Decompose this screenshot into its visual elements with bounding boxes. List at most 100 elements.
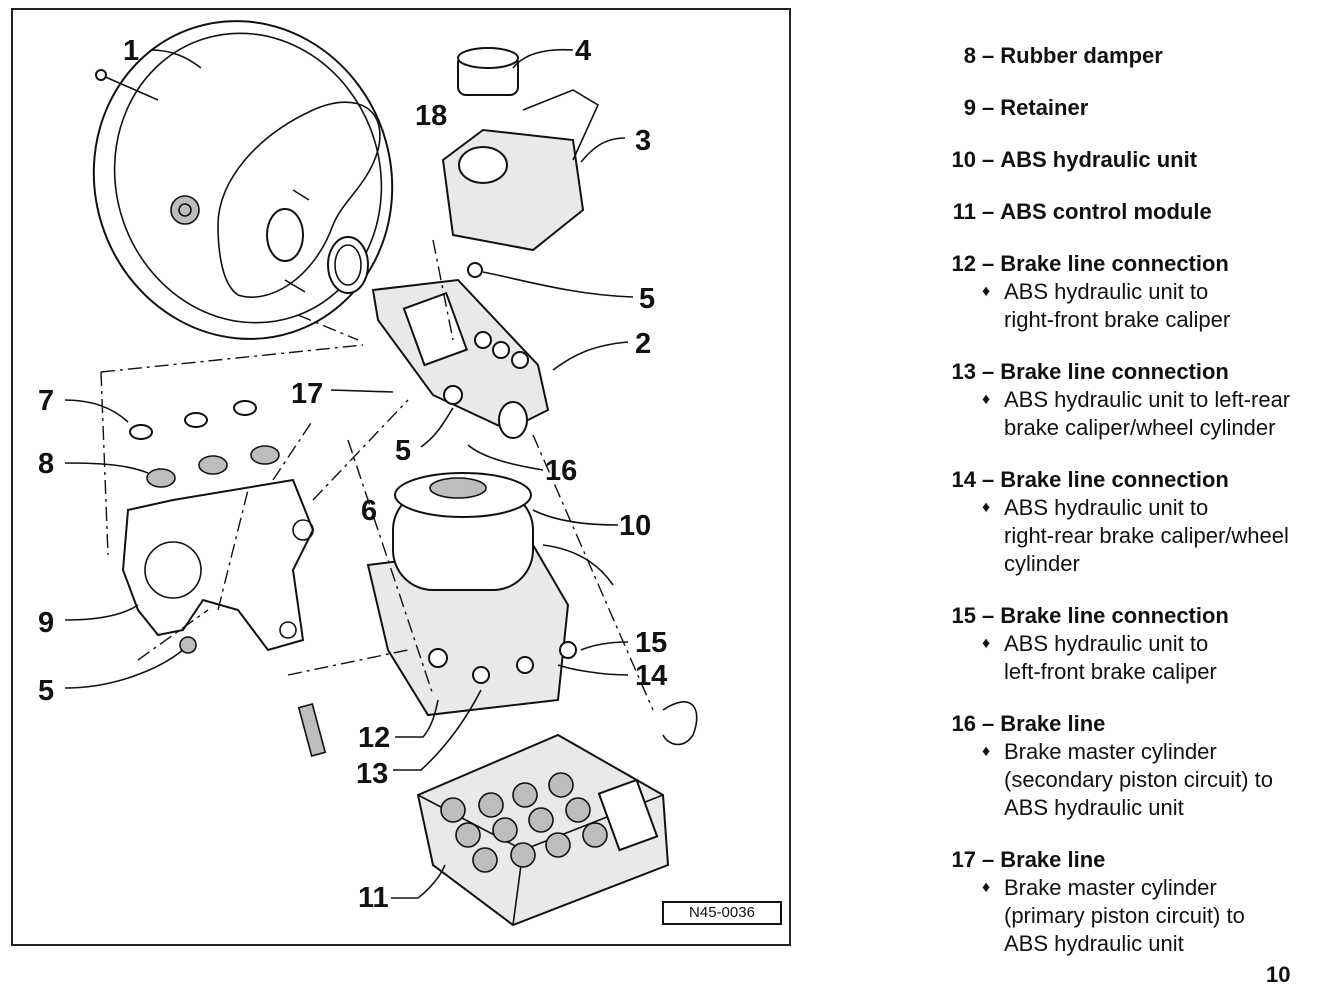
callout-5-bottom: 5 [38, 675, 54, 707]
legend-entry-title: Brake line connection [1000, 359, 1229, 384]
legend-entry-heading: 14–Brake line connection [920, 466, 1340, 494]
reservoir-drawing [441, 47, 600, 252]
figure-code-label: N45-0036 [662, 901, 782, 925]
legend-entry-separator: – [982, 147, 995, 172]
callout-10: 10 [619, 510, 651, 542]
callout-5-top: 5 [639, 283, 655, 315]
legend-entry-number: 13 [951, 359, 976, 384]
callout-8: 8 [38, 448, 54, 480]
legend-detail-line: ABS hydraulic unit to [1004, 495, 1209, 520]
brake-system-diagram: 1 4 18 3 5 2 7 17 8 5 16 6 10 9 15 5 14 … [38, 20, 698, 927]
callout-9: 9 [38, 607, 54, 639]
legend-entry-heading: 16–Brake line [920, 710, 1340, 738]
legend-entry-number: 16 [951, 711, 976, 736]
legend-entry-heading: 11–ABS control module [920, 198, 1340, 226]
legend-entry-12: 12–Brake line connection ♦ ABS hydraulic u… [920, 250, 1340, 334]
legend-entry-heading: 17–Brake line [920, 846, 1340, 874]
legend-entry-heading: 10–ABS hydraulic unit [920, 146, 1340, 174]
callout-15: 15 [635, 627, 667, 659]
legend-entry-separator: – [982, 251, 995, 276]
legend-entry-17: 17–Brake line ♦ Brake master cylinder (prim… [920, 846, 1340, 958]
legend-entry-heading: 13–Brake line connection [920, 358, 1340, 386]
legend-entry-13: 13–Brake line connection♦ABS hydraulic u… [920, 358, 1340, 442]
page-number: 10 [1266, 962, 1291, 987]
callout-16: 16 [545, 455, 577, 487]
legend-entry-title: Rubber damper [1000, 43, 1163, 68]
legend-entry-title: Brake line connection [1000, 603, 1229, 628]
callout-11: 11 [358, 882, 389, 914]
legend-detail-line: ABS hydraulic unit to [1004, 279, 1209, 304]
legend-entry-8: 8–Rubber damper [920, 42, 1340, 70]
legend-detail-line: ABS hydraulic unit to left-rear [1004, 387, 1291, 412]
legend-entry-separator: – [982, 359, 995, 384]
legend-entry-title: Brake line [1000, 847, 1106, 872]
legend-entry-heading: 9–Retainer [920, 94, 1340, 122]
legend-entry-separator: – [982, 711, 995, 736]
legend-entry-title: ABS hydraulic unit [1000, 147, 1198, 172]
callout-12: 12 [358, 722, 390, 754]
callout-numbers: 1 4 18 3 5 2 7 17 8 5 16 6 10 9 15 5 14 … [38, 35, 667, 914]
callout-14: 14 [635, 660, 667, 692]
legend-entry-number: 14 [951, 467, 976, 492]
legend-entry-detail: ♦Brake master cylinder(secondary piston … [920, 738, 1340, 822]
callout-1: 1 [123, 35, 139, 67]
legend-entry-detail: ♦ ABS hydraulic unit to left-front brake c… [920, 630, 1340, 686]
brake-booster-drawing [92, 20, 394, 340]
legend-entry-title: Brake line connection [1000, 467, 1229, 492]
legend-entry-title: ABS control module [1000, 199, 1212, 224]
legend-detail-line: ABS hydraulic unit [1004, 931, 1184, 956]
legend-entry-separator: – [982, 199, 995, 224]
legend-entry-10: 10–ABS hydraulic unit [920, 146, 1340, 174]
legend-entry-number: 9 [963, 95, 976, 120]
diamond-bullet-icon: ♦ [982, 879, 991, 896]
legend-entry-heading: 12–Brake line connection [920, 250, 1340, 278]
callout-3: 3 [635, 125, 651, 157]
legend-detail-line: (secondary piston circuit) to [1004, 767, 1273, 792]
legend-entry-number: 11 [952, 199, 976, 224]
legend-entry-11: 11–ABS control module [920, 198, 1340, 226]
diamond-bullet-icon: ♦ [982, 635, 991, 652]
legend-entry-number: 8 [963, 43, 976, 68]
legend-entry-title: Brake line connection [1000, 251, 1229, 276]
callout-18: 18 [415, 100, 447, 132]
callout-2: 2 [635, 328, 651, 360]
legend-entry-number: 12 [951, 251, 976, 276]
hydraulic-unit-drawing [297, 472, 698, 757]
callout-5-middle: 5 [395, 435, 411, 467]
callout-7: 7 [38, 385, 54, 417]
master-cylinder-drawing [371, 262, 550, 439]
legend-detail-line: brake caliper/wheel cylinder [1004, 415, 1276, 440]
legend-detail-line: Brake master cylinder [1004, 875, 1217, 900]
legend-entry-separator: – [982, 467, 995, 492]
legend-entry-separator: – [982, 95, 995, 120]
legend-detail-line: Brake master cylinder [1004, 739, 1217, 764]
bracket-drawing [121, 400, 315, 654]
legend-entry-separator: – [982, 847, 995, 872]
legend-entry-15: 15–Brake line connection ♦ ABS hydraulic u… [920, 602, 1340, 686]
leader-lines [64, 48, 634, 899]
callout-6: 6 [361, 495, 377, 527]
diamond-bullet-icon: ♦ [982, 283, 991, 300]
legend-entry-number: 17 [951, 847, 976, 872]
legend-detail-line: right-rear brake caliper/wheel [1004, 523, 1289, 548]
legend-entry-heading: 15–Brake line connection [920, 602, 1340, 630]
legend-detail-line: right-front brake caliper [1004, 307, 1231, 332]
legend-entry-9: 9–Retainer [920, 94, 1340, 122]
legend-entry-14: 14–Brake line connection ♦ ABS hydraulic u… [920, 466, 1340, 578]
legend-entry-detail: ♦ ABS hydraulic unit to right-front brake … [920, 278, 1340, 334]
legend-entry-number: 15 [951, 603, 976, 628]
legend-entry-number: 10 [951, 147, 976, 172]
legend-entry-title: Brake line [1000, 711, 1106, 736]
legend-entry-16: 16–Brake line♦Brake master cylinder(seco… [920, 710, 1340, 822]
legend-entry-separator: – [982, 603, 995, 628]
legend-entry-heading: 8–Rubber damper [920, 42, 1340, 70]
exploded-view-figure: 1 4 18 3 5 2 7 17 8 5 16 6 10 9 15 5 14 … [11, 8, 791, 946]
assembly-lines [100, 239, 654, 711]
legend-detail-line: left-front brake caliper [1004, 659, 1217, 684]
callout-13: 13 [356, 758, 388, 790]
legend-detail-line: (primary piston circuit) to [1004, 903, 1245, 928]
diamond-bullet-icon: ♦ [982, 499, 991, 516]
legend-entry-detail: ♦ ABS hydraulic unit to right-rear brake c… [920, 494, 1340, 578]
legend-detail-line: ABS hydraulic unit to [1004, 631, 1209, 656]
